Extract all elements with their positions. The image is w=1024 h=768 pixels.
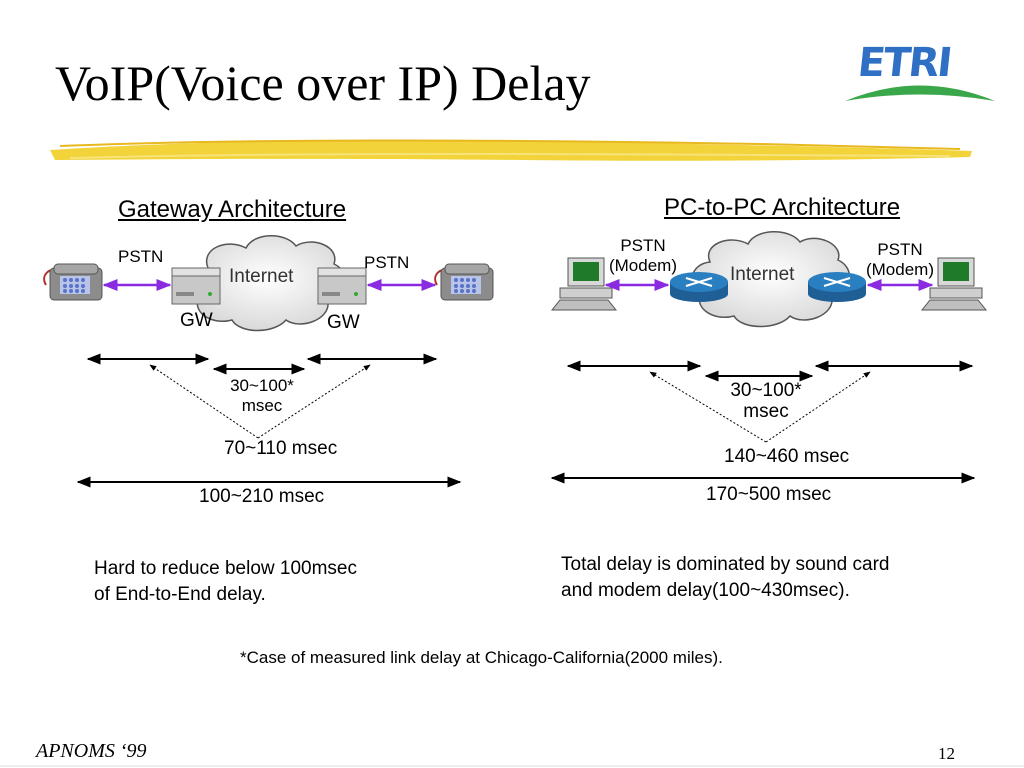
- total-delay-label: 100~210 msec: [199, 486, 325, 507]
- computer-icon: [550, 257, 618, 311]
- etri-logo: ETRI: [855, 40, 953, 86]
- pstn-text: PSTN: [877, 240, 923, 259]
- footnote: *Case of measured link delay at Chicago-…: [240, 648, 723, 667]
- pc2pc-note: Total delay is dominated by sound card a…: [561, 552, 889, 604]
- pstn-modem-label: PSTN (Modem): [855, 240, 945, 280]
- link-delay-unit: msec: [241, 396, 283, 415]
- modem-text: (Modem): [608, 256, 677, 275]
- pstn-label: PSTN: [364, 253, 410, 272]
- dotted-pointer: [765, 371, 871, 443]
- link-delay-unit: msec: [743, 401, 789, 422]
- gateway-icon: [317, 267, 367, 305]
- link-delay-label: 30~100* msec: [212, 376, 312, 416]
- pc2pc-heading: PC-to-PC Architecture: [664, 194, 901, 221]
- slide-title: VoIP(Voice over IP) Delay: [55, 55, 591, 111]
- logo-arc: [845, 85, 995, 101]
- total-delay-label: 170~500 msec: [706, 484, 832, 505]
- note-line: and modem delay(100~430msec).: [561, 580, 850, 601]
- pstn-label: PSTN: [118, 247, 164, 266]
- computer-icon: [920, 257, 988, 311]
- link-delay-value: 30~100*: [730, 380, 802, 401]
- page-number: 12: [938, 744, 955, 763]
- note-line: of End-to-End delay.: [94, 584, 266, 605]
- title-underline: [50, 139, 972, 161]
- pstn-modem-label: PSTN (Modem): [598, 236, 688, 276]
- gateway-note: Hard to reduce below 100msec of End-to-E…: [94, 556, 357, 608]
- internet-label: Internet: [229, 266, 294, 287]
- router-icon: [670, 272, 728, 302]
- conference-label: APNOMS ‘99: [36, 740, 147, 762]
- note-line: Total delay is dominated by sound card: [561, 554, 890, 575]
- mid-delay-label: 140~460 msec: [724, 446, 850, 467]
- pstn-text: PSTN: [620, 236, 666, 255]
- gw-label: GW: [327, 312, 360, 333]
- link-delay-value: 30~100*: [230, 376, 294, 395]
- link-delay-label: 30~100* msec: [716, 380, 816, 422]
- phone-icon: [43, 263, 103, 301]
- dotted-pointer: [649, 371, 767, 443]
- gateway-icon: [171, 267, 221, 305]
- note-line: Hard to reduce below 100msec: [94, 558, 357, 579]
- modem-text: (Modem): [865, 260, 934, 279]
- internet-label: Internet: [730, 264, 795, 285]
- gateway-heading: Gateway Architecture: [118, 196, 347, 223]
- gw-label: GW: [180, 310, 213, 331]
- phone-icon: [434, 263, 494, 301]
- mid-delay-label: 70~110 msec: [224, 438, 338, 459]
- dotted-pointer: [149, 364, 259, 439]
- router-icon: [808, 272, 866, 302]
